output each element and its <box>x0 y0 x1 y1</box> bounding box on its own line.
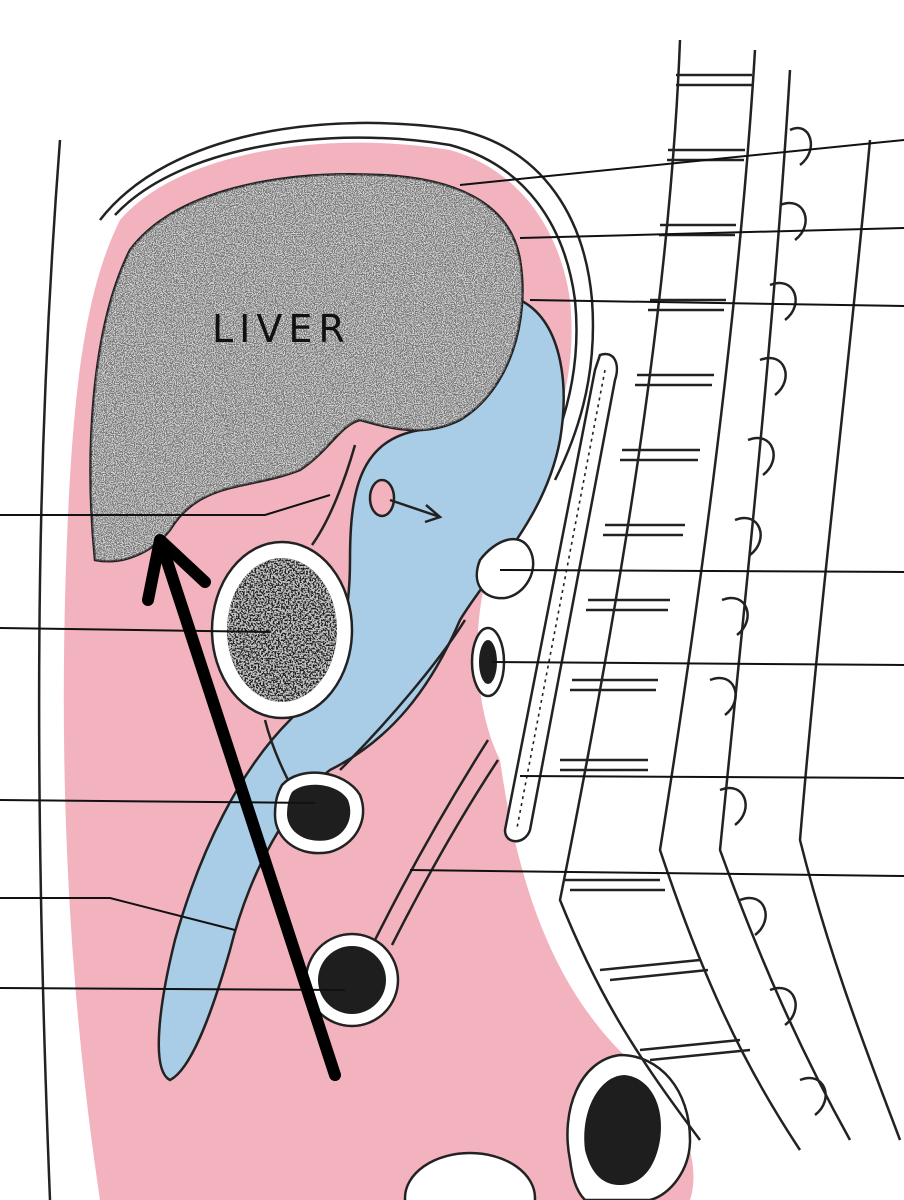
epiploic-foramen <box>370 480 394 516</box>
anterior-abdominal-wall <box>39 140 60 1200</box>
transverse-colon-lumen <box>287 785 350 841</box>
stomach-lumen-texture <box>227 558 337 702</box>
liver-label: LIVER <box>212 307 351 351</box>
small-intestine-lumen <box>318 946 386 1014</box>
vertebral-column <box>560 40 900 1150</box>
